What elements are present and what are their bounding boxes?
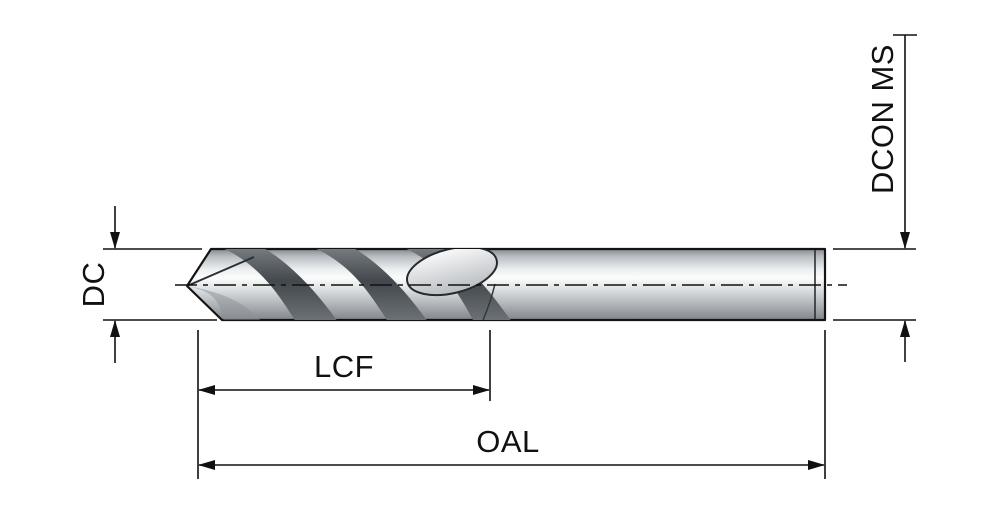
oal-label: OAL (476, 424, 540, 459)
drill-point-facet-line (186, 256, 255, 287)
lcf-dimension: LCF (197, 330, 491, 479)
flute-runout-edge (482, 283, 496, 320)
dc-label: DC (76, 262, 111, 308)
dc-arrow-up-icon (110, 320, 120, 337)
dcon-ms-dimension: DCON MS (833, 34, 917, 362)
lcf-arrow-left-icon (198, 385, 215, 395)
dcon-ms-label: DCON MS (865, 44, 900, 194)
drill-bit (185, 247, 827, 322)
dcon-arrow-down-icon (900, 232, 910, 249)
flute-runout-ellipse (406, 249, 498, 297)
tip-shading (187, 286, 262, 320)
lcf-label: LCF (314, 349, 374, 384)
dc-arrow-down-icon (110, 232, 120, 249)
flute-spiral-band (220, 249, 338, 320)
dcon-arrow-up-icon (900, 320, 910, 337)
lcf-arrow-right-icon (473, 385, 490, 395)
oal-arrow-right-icon (808, 460, 825, 470)
dc-dimension: DC (76, 206, 217, 363)
oal-dimension: OAL (198, 330, 826, 479)
oal-arrow-left-icon (198, 460, 215, 470)
